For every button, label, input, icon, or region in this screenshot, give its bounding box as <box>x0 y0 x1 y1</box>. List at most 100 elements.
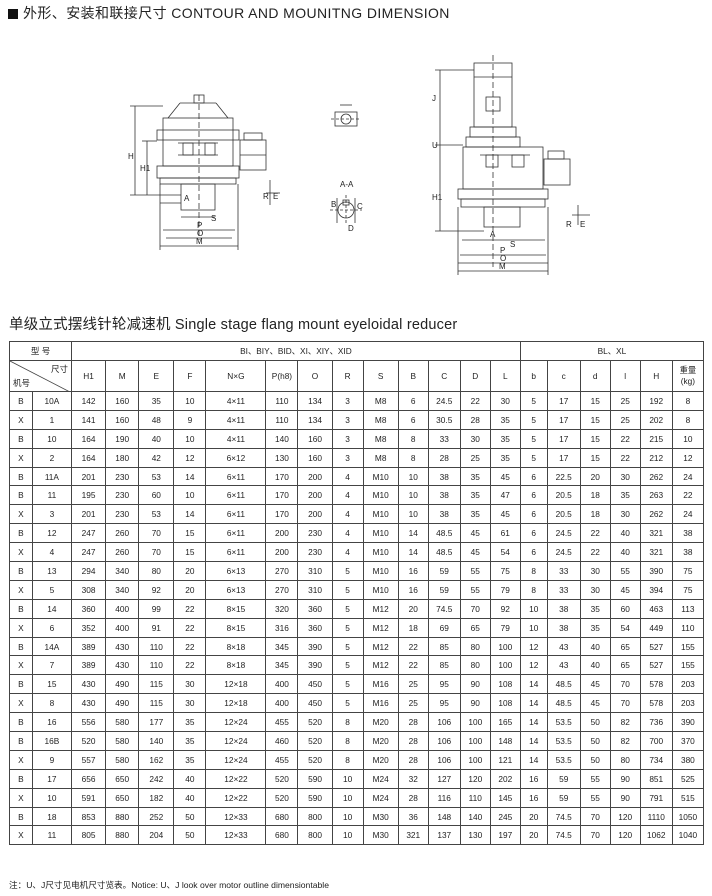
table-cell: 170 <box>265 485 299 506</box>
table-cell: 177 <box>138 712 175 733</box>
table-cell: 50 <box>579 749 611 770</box>
column-header: R <box>331 360 364 392</box>
table-cell: 520 <box>297 712 333 733</box>
table-cell: 75 <box>489 561 521 581</box>
table-cell: 85 <box>427 655 461 676</box>
table-cell: M8 <box>362 447 399 468</box>
table-cell: 270 <box>265 579 299 600</box>
label-b: B <box>331 200 336 209</box>
table-cell: 8 <box>671 391 705 411</box>
table-cell: 252 <box>138 806 175 827</box>
table-cell: 38 <box>427 485 461 506</box>
table-cell: 15 <box>579 447 611 468</box>
series-cell: X <box>9 409 33 430</box>
table-cell: 360 <box>71 598 107 619</box>
table-cell: 164 <box>71 428 107 449</box>
series-cell: X <box>9 542 33 563</box>
table-cell: 160 <box>105 391 140 411</box>
table-cell: 30 <box>579 561 611 581</box>
table-cell: 110 <box>138 636 175 657</box>
table-cell: 120 <box>609 825 641 846</box>
frame-number-cell: 1 <box>31 409 73 430</box>
table-cell: 380 <box>671 749 705 770</box>
table-cell: 140 <box>459 806 491 827</box>
frame-number-cell: 3 <box>31 504 73 525</box>
table-cell: 35 <box>459 485 491 506</box>
table-cell: 10 <box>331 787 364 808</box>
table-cell: 35 <box>609 485 641 506</box>
table-cell: 115 <box>138 693 175 714</box>
table-cell: M10 <box>362 466 399 487</box>
table-cell: 680 <box>265 825 299 846</box>
table-cell: M30 <box>362 825 399 846</box>
table-cell: 55 <box>459 561 491 581</box>
column-header: S <box>362 360 399 392</box>
table-cell: 48.5 <box>546 674 581 695</box>
table-cell: 70 <box>579 825 611 846</box>
table-cell: 15 <box>173 542 207 563</box>
table-cell: 6×11 <box>205 485 267 506</box>
table-cell: 590 <box>297 768 333 789</box>
table-cell: 5 <box>519 447 548 468</box>
table-cell: 12 <box>671 447 705 468</box>
table-cell: 1110 <box>639 806 673 827</box>
table-cell: 28 <box>397 749 429 770</box>
table-cell: 22 <box>609 447 641 468</box>
label-s-right: S <box>510 240 515 249</box>
series-cell: B <box>9 598 33 619</box>
table-cell: 100 <box>489 655 521 676</box>
table-cell: 108 <box>489 674 521 695</box>
table-cell: 155 <box>671 655 705 676</box>
table-cell: 200 <box>297 485 333 506</box>
table-cell: 3 <box>331 447 364 468</box>
table-cell: 35 <box>173 712 207 733</box>
table-cell: 60 <box>609 598 641 619</box>
table-cell: 74.5 <box>546 825 581 846</box>
column-header: C <box>427 360 461 392</box>
column-header: H <box>639 360 673 392</box>
label-m-left: M <box>196 237 203 246</box>
frame-number-cell: 6 <box>31 617 73 638</box>
table-cell: 141 <box>71 409 107 430</box>
table-cell: 20 <box>397 598 429 619</box>
table-cell: 8×18 <box>205 636 267 657</box>
table-cell: 140 <box>138 731 175 751</box>
table-cell: 20.5 <box>546 485 581 506</box>
series-cell: B <box>9 428 33 449</box>
column-header: l <box>609 360 641 392</box>
table-cell: 110 <box>459 787 491 808</box>
frame-number-cell: 12 <box>31 523 73 544</box>
table-cell: 22 <box>173 636 207 657</box>
table-cell: 90 <box>609 787 641 808</box>
label-c: C <box>357 202 363 211</box>
table-cell: 10 <box>331 806 364 827</box>
label-r-right: R <box>566 220 572 229</box>
table-cell: 6×13 <box>205 579 267 600</box>
table-cell: 127 <box>427 768 461 789</box>
table-cell: 580 <box>105 731 140 751</box>
table-cell: 556 <box>71 712 107 733</box>
table-cell: 880 <box>105 825 140 846</box>
table-cell: M20 <box>362 712 399 733</box>
table-cell: 6×11 <box>205 504 267 525</box>
table-cell: 16 <box>397 579 429 600</box>
series-cell: X <box>9 655 33 676</box>
size-label: 尺寸 <box>51 364 69 374</box>
table-cell: 10 <box>519 617 548 638</box>
frame-number-cell: 5 <box>31 579 73 600</box>
table-cell: 40 <box>579 655 611 676</box>
table-cell: 8 <box>519 561 548 581</box>
table-cell: 200 <box>265 542 299 563</box>
table-cell: 450 <box>297 674 333 695</box>
frame-number-cell: 7 <box>31 655 73 676</box>
series-cell: X <box>9 579 33 600</box>
model-header: 型 号 <box>8 341 73 361</box>
table-cell: 116 <box>427 787 461 808</box>
table-cell: 321 <box>397 825 429 846</box>
table-cell: 805 <box>71 825 107 846</box>
table-cell: 65 <box>609 636 641 657</box>
table-cell: 120 <box>459 768 491 789</box>
